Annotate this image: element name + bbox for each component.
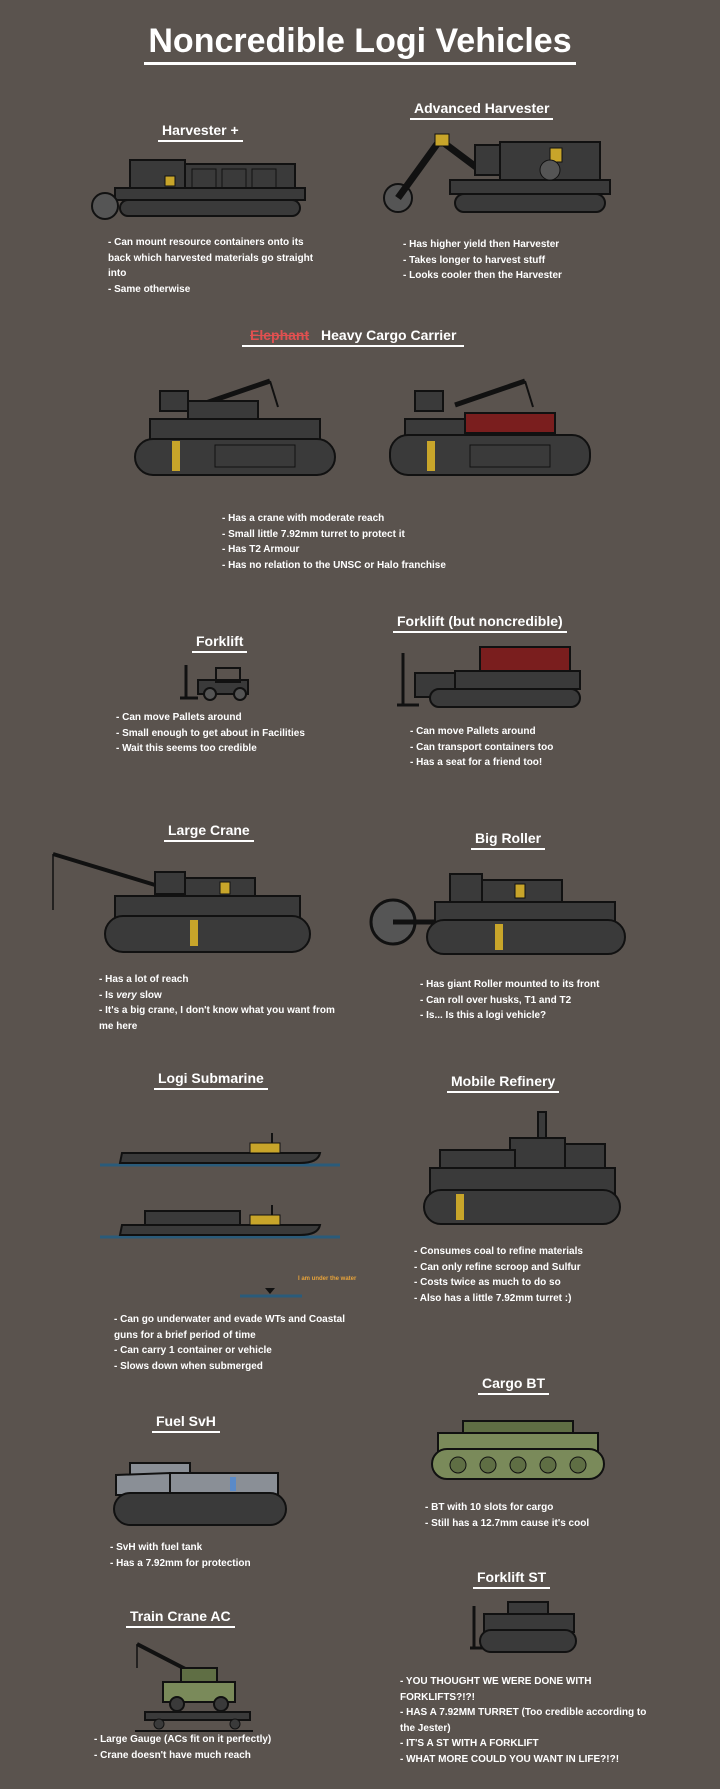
forklift-bullets: - Can move Pallets around - Small enough… — [116, 712, 305, 754]
fuel-svh-illustration — [113, 1462, 287, 1526]
submerged-submarine-illustration — [240, 1288, 302, 1298]
title-fuel-svh: Fuel SvH — [152, 1413, 220, 1433]
logi-submarine-illustration — [100, 1133, 340, 1239]
title-mobile-refinery: Mobile Refinery — [447, 1073, 560, 1093]
forklift-illustration — [180, 665, 249, 701]
title-heavy-cargo-carrier: Elephant Heavy Cargo Carrier — [242, 327, 465, 347]
advanced-harvester-bullets: - Has higher yield then Harvester - Take… — [403, 239, 562, 281]
cargo-bt-bullets: - BT with 10 slots for cargo - Still has… — [425, 1502, 590, 1529]
large-crane-illustration — [52, 852, 311, 953]
train-crane-ac-illustration — [135, 1642, 253, 1732]
title-forklift: Forklift — [192, 633, 248, 653]
title-advanced-harvester: Advanced Harvester — [410, 100, 554, 120]
big-roller-bullets: - Has giant Roller mounted to its front … — [420, 979, 600, 1021]
advanced-harvester-illustration — [383, 133, 611, 213]
title-cargo-bt: Cargo BT — [478, 1375, 549, 1395]
big-roller-illustration — [369, 873, 626, 955]
large-crane-bullets: - Has a lot of reach - Is very slow - It… — [99, 974, 335, 1032]
heavy-cargo-carrier-illustration-1 — [134, 378, 336, 476]
cargo-bt-illustration — [431, 1420, 605, 1480]
fuel-svh-bullets: - SvH with fuel tank - Has a 7.92mm for … — [110, 1542, 251, 1569]
title-forklift-st: Forklift ST — [473, 1569, 551, 1589]
page-title: Noncredible Logi Vehicles — [0, 22, 720, 65]
title-harvester-plus: Harvester + — [158, 122, 243, 142]
mobile-refinery-illustration — [423, 1111, 621, 1225]
submarine-caption: I am under the water — [298, 1276, 357, 1282]
heavy-cargo-carrier-illustration-2 — [389, 378, 591, 476]
title-big-roller: Big Roller — [471, 830, 546, 850]
heavy-cargo-carrier-bullets: - Has a crane with moderate reach - Smal… — [222, 513, 446, 571]
title-large-crane: Large Crane — [164, 822, 254, 842]
harvester-plus-illustration — [91, 159, 306, 220]
forklift-noncredible-bullets: - Can move Pallets around - Can transpor… — [410, 726, 554, 768]
title-train-crane-ac: Train Crane AC — [126, 1608, 235, 1628]
forklift-st-illustration — [470, 1601, 577, 1653]
title-logi-submarine: Logi Submarine — [154, 1070, 268, 1090]
train-crane-ac-bullets: - Large Gauge (ACs fit on it perfectly) … — [94, 1734, 272, 1761]
title-forklift-noncredible: Forklift (but noncredible) — [393, 613, 567, 633]
logi-submarine-bullets: - Can go underwater and evade WTs and Co… — [114, 1314, 345, 1372]
forklift-noncredible-illustration — [397, 646, 581, 708]
mobile-refinery-bullets: - Consumes coal to refine materials - Ca… — [414, 1246, 583, 1304]
forklift-st-bullets: - YOU THOUGHT WE WERE DONE WITH FORKLIFT… — [400, 1676, 647, 1765]
harvester-plus-bullets: - Can mount resource containers onto its… — [108, 237, 314, 295]
